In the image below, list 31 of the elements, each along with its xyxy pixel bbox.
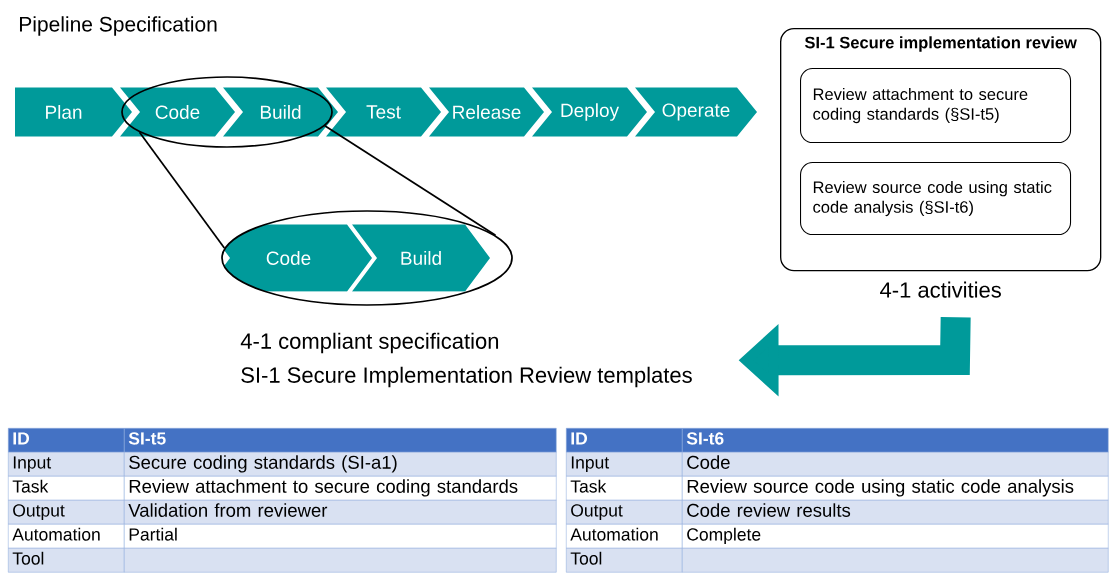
zoom-ellipse — [121, 76, 333, 148]
process-step: Operate — [635, 87, 757, 137]
table-cell: Output — [8, 500, 125, 525]
caption-text: SI-1 Secure Implementation Review templates — [241, 366, 692, 388]
process-step: Code — [222, 224, 372, 292]
node-label: Code — [266, 251, 311, 265]
process-step: Deploy — [532, 87, 647, 137]
node-label: Build — [401, 251, 441, 265]
zoom-line — [138, 131, 226, 249]
table-cell: Input — [8, 452, 125, 477]
task-box: Review source code using static code analysis (§SI-t6) — [800, 162, 1072, 236]
table-cell: Tool — [8, 548, 125, 573]
table-cell: Input — [566, 452, 683, 477]
process-step: Release — [429, 87, 544, 137]
process-step: Build — [352, 224, 490, 292]
table-cell: Output — [566, 500, 683, 525]
table-cell: Task — [566, 476, 683, 501]
panel-caption: 4-1 activities — [880, 281, 1001, 298]
table-cell: Task — [8, 476, 125, 501]
table-cell: Automation — [566, 524, 683, 549]
table-cell: Tool — [566, 548, 683, 573]
table-header-cell: ID — [8, 428, 125, 453]
process-step: Test — [326, 87, 441, 137]
caption-text: 4-1 compliant specification — [240, 332, 499, 354]
table-header-cell: ID — [566, 428, 683, 453]
table-cell: Automation — [8, 524, 125, 549]
task-box: Review attachment to secure coding standards (§SI-t5) — [800, 68, 1072, 144]
process-step: Plan — [15, 87, 132, 137]
zoom-ellipse — [221, 210, 513, 306]
zoom-line — [323, 124, 497, 237]
title: Pipeline Specification — [20, 16, 217, 36]
